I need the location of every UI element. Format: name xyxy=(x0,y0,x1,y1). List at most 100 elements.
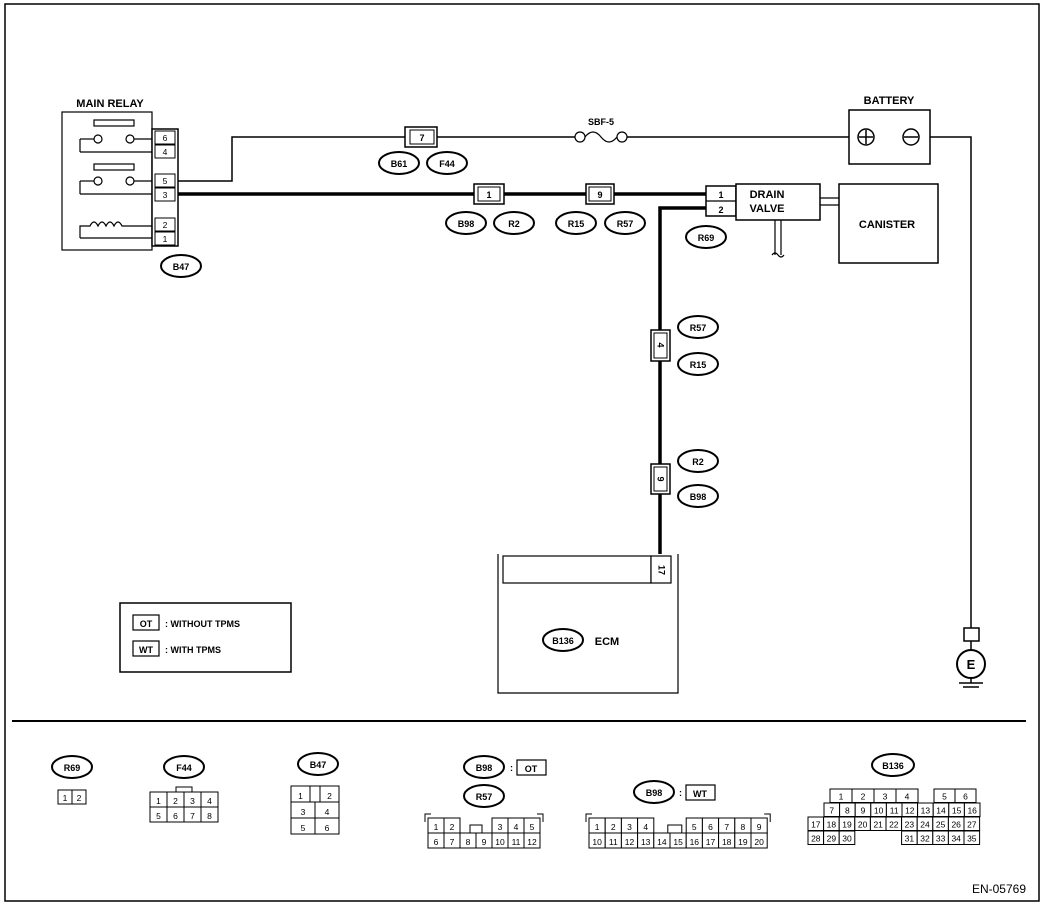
pin-number: 8 xyxy=(466,837,471,847)
svg-text:R57: R57 xyxy=(617,219,634,229)
pin-number: 9 xyxy=(482,837,487,847)
relay-pin-number: 3 xyxy=(163,190,168,200)
svg-text:R2: R2 xyxy=(692,457,704,467)
pin-number: 25 xyxy=(936,820,946,830)
svg-text:R15: R15 xyxy=(568,219,585,229)
pin-number: 6 xyxy=(708,822,713,832)
relay-pin-number: 4 xyxy=(163,147,168,157)
connector-tag: B98 xyxy=(476,763,493,773)
svg-text:: WITH TPMS: : WITH TPMS xyxy=(165,645,221,655)
pin-number: 21 xyxy=(873,820,883,830)
pin-number: 1 xyxy=(156,796,161,806)
pin-number: 11 xyxy=(609,837,618,847)
svg-text:R69: R69 xyxy=(698,233,715,243)
connector-tag: B98 xyxy=(646,788,663,798)
connector-tag: R69 xyxy=(64,763,81,773)
pin-number: 1 xyxy=(63,793,68,803)
pin-number: 6 xyxy=(963,792,968,802)
pin-number: 24 xyxy=(920,820,930,830)
pin-number: 8 xyxy=(845,806,850,816)
svg-text:CANISTER: CANISTER xyxy=(859,219,915,231)
pin-number: 17 xyxy=(706,837,716,847)
pin-number: 6 xyxy=(434,837,439,847)
pin-number: 1 xyxy=(839,792,844,802)
connector-tag: B136 xyxy=(882,761,904,771)
legend: OT : WITHOUT TPMS WT : WITH TPMS xyxy=(119,602,292,673)
svg-text:R57: R57 xyxy=(690,323,707,333)
fuse-sbf5: SBF-5 xyxy=(574,117,628,143)
wires xyxy=(178,136,972,628)
pin-number: 10 xyxy=(592,837,602,847)
pin-number: 15 xyxy=(952,806,962,816)
svg-text:B98: B98 xyxy=(458,219,475,229)
pin-number: 27 xyxy=(967,820,977,830)
svg-text:BATTERY: BATTERY xyxy=(864,95,915,107)
svg-text:ECM: ECM xyxy=(595,636,619,648)
pin-number: 20 xyxy=(754,837,764,847)
svg-text:9: 9 xyxy=(597,190,602,200)
pin-number: 31 xyxy=(905,834,915,844)
pin-number: 3 xyxy=(627,822,632,832)
pin-number: 18 xyxy=(722,837,732,847)
pin-number: 2 xyxy=(861,792,866,802)
pin-number: 11 xyxy=(512,837,521,847)
pin-number: 3 xyxy=(883,792,888,802)
pin-number: 3 xyxy=(301,807,306,817)
svg-text:R2: R2 xyxy=(508,219,520,229)
pin-number: 7 xyxy=(450,837,455,847)
pin-number: 12 xyxy=(527,837,537,847)
connector-tag: R57 xyxy=(476,792,493,802)
svg-text:WT: WT xyxy=(139,645,153,655)
pin-number: 4 xyxy=(643,822,648,832)
svg-text:E: E xyxy=(967,657,976,672)
relay-pin-number: 6 xyxy=(163,133,168,143)
separator: : xyxy=(510,763,513,773)
code-wt: WT xyxy=(693,789,707,799)
wire-relay-to-battery xyxy=(178,136,405,182)
wire-drain-valve-to-ecm xyxy=(658,206,706,330)
pin-number: 12 xyxy=(625,837,635,847)
pin-number: 2 xyxy=(327,791,332,801)
relay-pin-number: 1 xyxy=(163,234,168,244)
svg-text:OT: OT xyxy=(140,619,153,629)
pin-number: 12 xyxy=(905,806,915,816)
connector-r2-b98-vertical: 9 R2 B98 xyxy=(650,449,719,508)
relay-pin-number: 5 xyxy=(163,176,168,186)
svg-text:B136: B136 xyxy=(552,636,574,646)
document-code: EN-05769 xyxy=(972,882,1026,896)
svg-text:VALVE: VALVE xyxy=(749,203,784,215)
pin-number: 22 xyxy=(889,820,899,830)
pin-number: 30 xyxy=(842,834,852,844)
pin-number: 1 xyxy=(434,822,439,832)
pin-number: 10 xyxy=(874,806,884,816)
pin-number: 5 xyxy=(942,792,947,802)
relay-coil xyxy=(79,221,152,238)
pin-number: 32 xyxy=(920,834,930,844)
pin-number: 16 xyxy=(967,806,977,816)
pin-number: 2 xyxy=(173,796,178,806)
connector-r57-r15-vertical: 4 R57 R15 xyxy=(650,315,719,376)
pin-number: 16 xyxy=(690,837,700,847)
connector-b61-f44: 7 B61 F44 xyxy=(378,126,468,175)
battery: BATTERY xyxy=(848,95,931,165)
svg-text:: WITHOUT TPMS: : WITHOUT TPMS xyxy=(165,619,240,629)
pin-number: 4 xyxy=(207,796,212,806)
svg-text:B61: B61 xyxy=(391,159,408,169)
pin-number: 7 xyxy=(724,822,729,832)
pin-number: 5 xyxy=(530,822,535,832)
pin-number: 1 xyxy=(595,822,600,832)
pin-number: 2 xyxy=(611,822,616,832)
svg-text:B47: B47 xyxy=(173,262,190,272)
svg-text:4: 4 xyxy=(656,342,666,347)
pin-number: 9 xyxy=(861,806,866,816)
pin-number: 9 xyxy=(757,822,762,832)
connector-tag: F44 xyxy=(176,763,192,773)
pin-number: 3 xyxy=(190,796,195,806)
svg-text:SBF-5: SBF-5 xyxy=(588,117,614,127)
pin-number: 18 xyxy=(827,820,837,830)
pin-number: 6 xyxy=(325,823,330,833)
pin-number: 3 xyxy=(498,822,503,832)
